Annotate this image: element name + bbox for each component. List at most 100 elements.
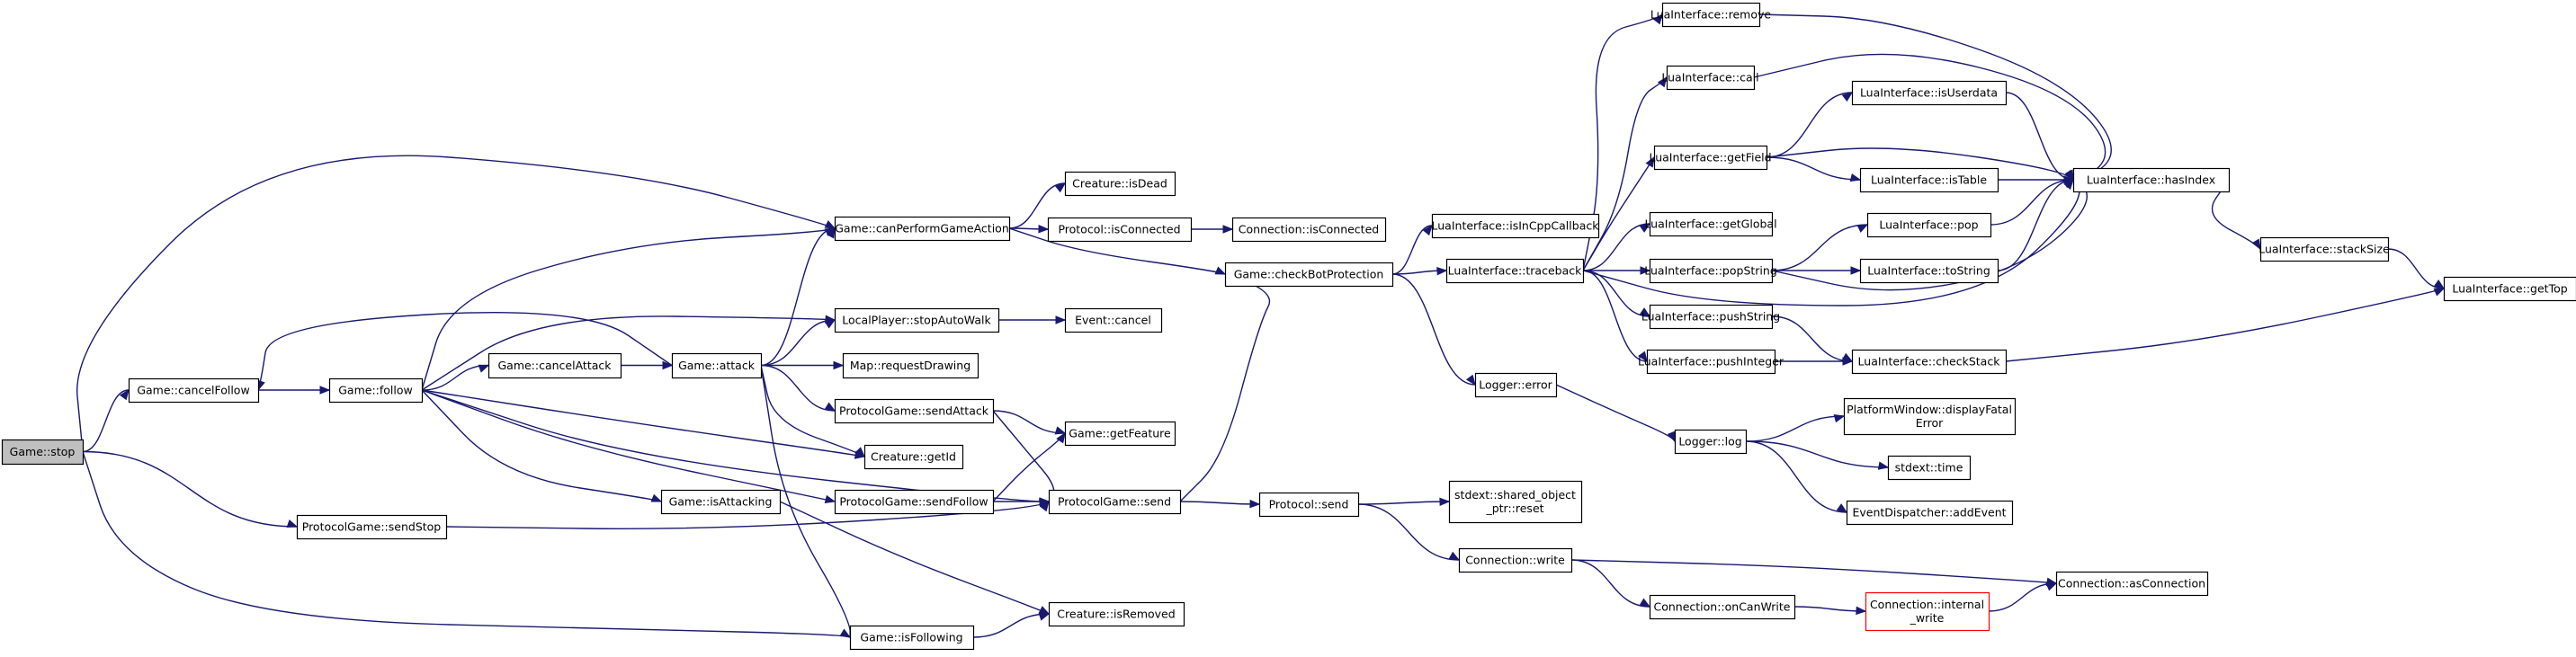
node-logger-log[interactable]: Logger::log [1674, 429, 1748, 455]
node-box [1649, 304, 1774, 330]
node-pop-string[interactable]: LuaInterface::popString [1644, 258, 1777, 284]
node-is-in-cpp[interactable]: LuaInterface::isInCppCallback [1431, 213, 1600, 239]
call-edge [1179, 499, 1261, 509]
node-label: stdext::time [1895, 461, 1963, 475]
node-box [1431, 213, 1600, 239]
edge-arrowhead [1214, 266, 1227, 275]
node-internal-write[interactable]: Connection::internal_write [1865, 591, 1990, 632]
node-box [328, 377, 424, 404]
node-box [849, 625, 975, 651]
node-push-integer[interactable]: LuaInterface::pushInteger [1638, 349, 1784, 375]
node-box [128, 377, 260, 404]
node-stop-auto-walk[interactable]: LocalPlayer::stopAutoWalk [834, 307, 1000, 333]
edge-line [1793, 606, 1866, 612]
node-can-perform[interactable]: Game::canPerformGameAction [834, 216, 1011, 242]
node-traceback[interactable]: LuaInterface::traceback [1445, 258, 1585, 284]
node-shared-reset[interactable]: stdext::shared_object_ptr::reset [1448, 480, 1583, 524]
node-logger-error[interactable]: Logger::error [1474, 372, 1558, 398]
edge-line [992, 410, 1066, 434]
node-label: Protocol::isConnected [1058, 223, 1180, 236]
node-box [1458, 547, 1573, 573]
edge-arrowhead [286, 519, 299, 528]
edge-arrowhead [2045, 582, 2058, 591]
node-is-userdata[interactable]: LuaInterface::isUserdata [1851, 80, 2008, 106]
node-event-cancel[interactable]: Event::cancel [1064, 307, 1163, 333]
node-pg-send[interactable]: ProtocolGame::send [1048, 489, 1182, 515]
node-check-stack[interactable]: LuaInterface::checkStack [1851, 349, 2008, 375]
node-std-time[interactable]: stdext::time [1887, 455, 1972, 481]
edge-line [82, 389, 130, 453]
node-request-drawing[interactable]: Map::requestDrawing [842, 352, 979, 379]
node-follow[interactable]: Game::follow [328, 377, 424, 404]
call-edge [1570, 559, 1651, 608]
edge-line [1582, 223, 1650, 271]
node-label: Connection::write [1465, 554, 1565, 567]
edge-line [2387, 248, 2445, 289]
node-box [1231, 217, 1387, 243]
node-send-stop[interactable]: ProtocolGame::sendStop [296, 514, 448, 540]
node-cancel-attack[interactable]: Game::cancelAttack [487, 352, 622, 379]
edge-line [1771, 224, 1868, 271]
node-label: _ptr::reset [1485, 502, 1543, 515]
edge-line [972, 613, 1050, 638]
node-conn-is-connected[interactable]: Connection::isConnected [1231, 217, 1387, 243]
call-graph-edges [76, 13, 2446, 639]
node-check-bot[interactable]: Game::checkBotProtection [1224, 262, 1394, 288]
node-conn-write[interactable]: Connection::write [1458, 547, 1573, 573]
node-get-global[interactable]: LuaInterface::getGlobal [1644, 211, 1777, 237]
node-lua-call[interactable]: LuaInterface::call [1661, 65, 1759, 91]
node-lua-remove[interactable]: LuaInterface::remove [1650, 2, 1771, 28]
call-edge [1357, 503, 1461, 561]
node-label: ProtocolGame::send [1058, 495, 1171, 509]
node-label: ProtocolGame::sendStop [302, 520, 442, 534]
node-stop[interactable]: Game::stop [1, 439, 85, 466]
node-get-id[interactable]: Creature::getId [863, 444, 964, 470]
node-add-event[interactable]: EventDispatcher::addEvent [1846, 500, 2014, 526]
node-to-string[interactable]: LuaInterface::toString [1859, 258, 1999, 284]
edge-arrowhead [1222, 225, 1234, 234]
edge-line [82, 450, 298, 528]
call-edge [1988, 582, 2058, 612]
node-is-table[interactable]: LuaInterface::isTable [1859, 167, 1999, 193]
node-attack[interactable]: Game::attack [671, 352, 763, 379]
call-edge [1008, 227, 1227, 275]
call-edge [1793, 606, 1867, 616]
node-on-can-write[interactable]: Connection::onCanWrite [1649, 594, 1796, 620]
node-cancel-follow[interactable]: Game::cancelFollow [128, 377, 260, 404]
node-label: Game::isAttacking [669, 495, 773, 509]
call-edge [992, 410, 1067, 435]
node-proto-send[interactable]: Protocol::send [1258, 492, 1360, 518]
node-box [1887, 455, 1972, 481]
node-label: Connection::asConnection [2058, 577, 2205, 590]
node-as-connection[interactable]: Connection::asConnection [2055, 571, 2209, 597]
node-lua-pop[interactable]: LuaInterface::pop [1866, 212, 1992, 238]
call-edge [445, 500, 1050, 529]
edge-arrowhead [1652, 13, 1663, 25]
node-box [2072, 167, 2231, 193]
node-proto-is-connected[interactable]: Protocol::isConnected [1047, 217, 1193, 243]
node-send-attack[interactable]: ProtocolGame::sendAttack [834, 398, 995, 424]
node-label: LuaInterface::isInCppCallback [1432, 219, 1600, 233]
node-box [842, 352, 979, 379]
node-stack-size[interactable]: LuaInterface::stackSize [2258, 236, 2390, 262]
call-edge [1179, 272, 1271, 502]
node-is-following[interactable]: Game::isFollowing [849, 625, 975, 651]
node-get-top[interactable]: LuaInterface::getTop [2443, 276, 2576, 302]
node-label: Game::checkBotProtection [1234, 268, 1384, 281]
node-box [1649, 258, 1774, 284]
edge-arrowhead [824, 494, 836, 504]
edge-arrowhead [833, 360, 845, 370]
node-get-feature[interactable]: Game::getFeature [1064, 421, 1176, 447]
node-creature-is-dead[interactable]: Creature::isDead [1064, 171, 1176, 197]
node-push-string[interactable]: LuaInterface::pushString [1641, 304, 1780, 330]
node-has-index[interactable]: LuaInterface::hasIndex [2072, 167, 2231, 193]
node-get-field[interactable]: LuaInterface::getField [1649, 145, 1772, 171]
call-edge [998, 315, 1067, 324]
edge-line [445, 501, 1050, 529]
node-send-follow[interactable]: ProtocolGame::sendFollow [834, 489, 995, 515]
node-is-attacking[interactable]: Game::isAttacking [660, 489, 782, 515]
edge-line [1179, 501, 1260, 505]
node-is-removed[interactable]: Creature::isRemoved [1048, 601, 1185, 627]
node-box [487, 352, 622, 379]
